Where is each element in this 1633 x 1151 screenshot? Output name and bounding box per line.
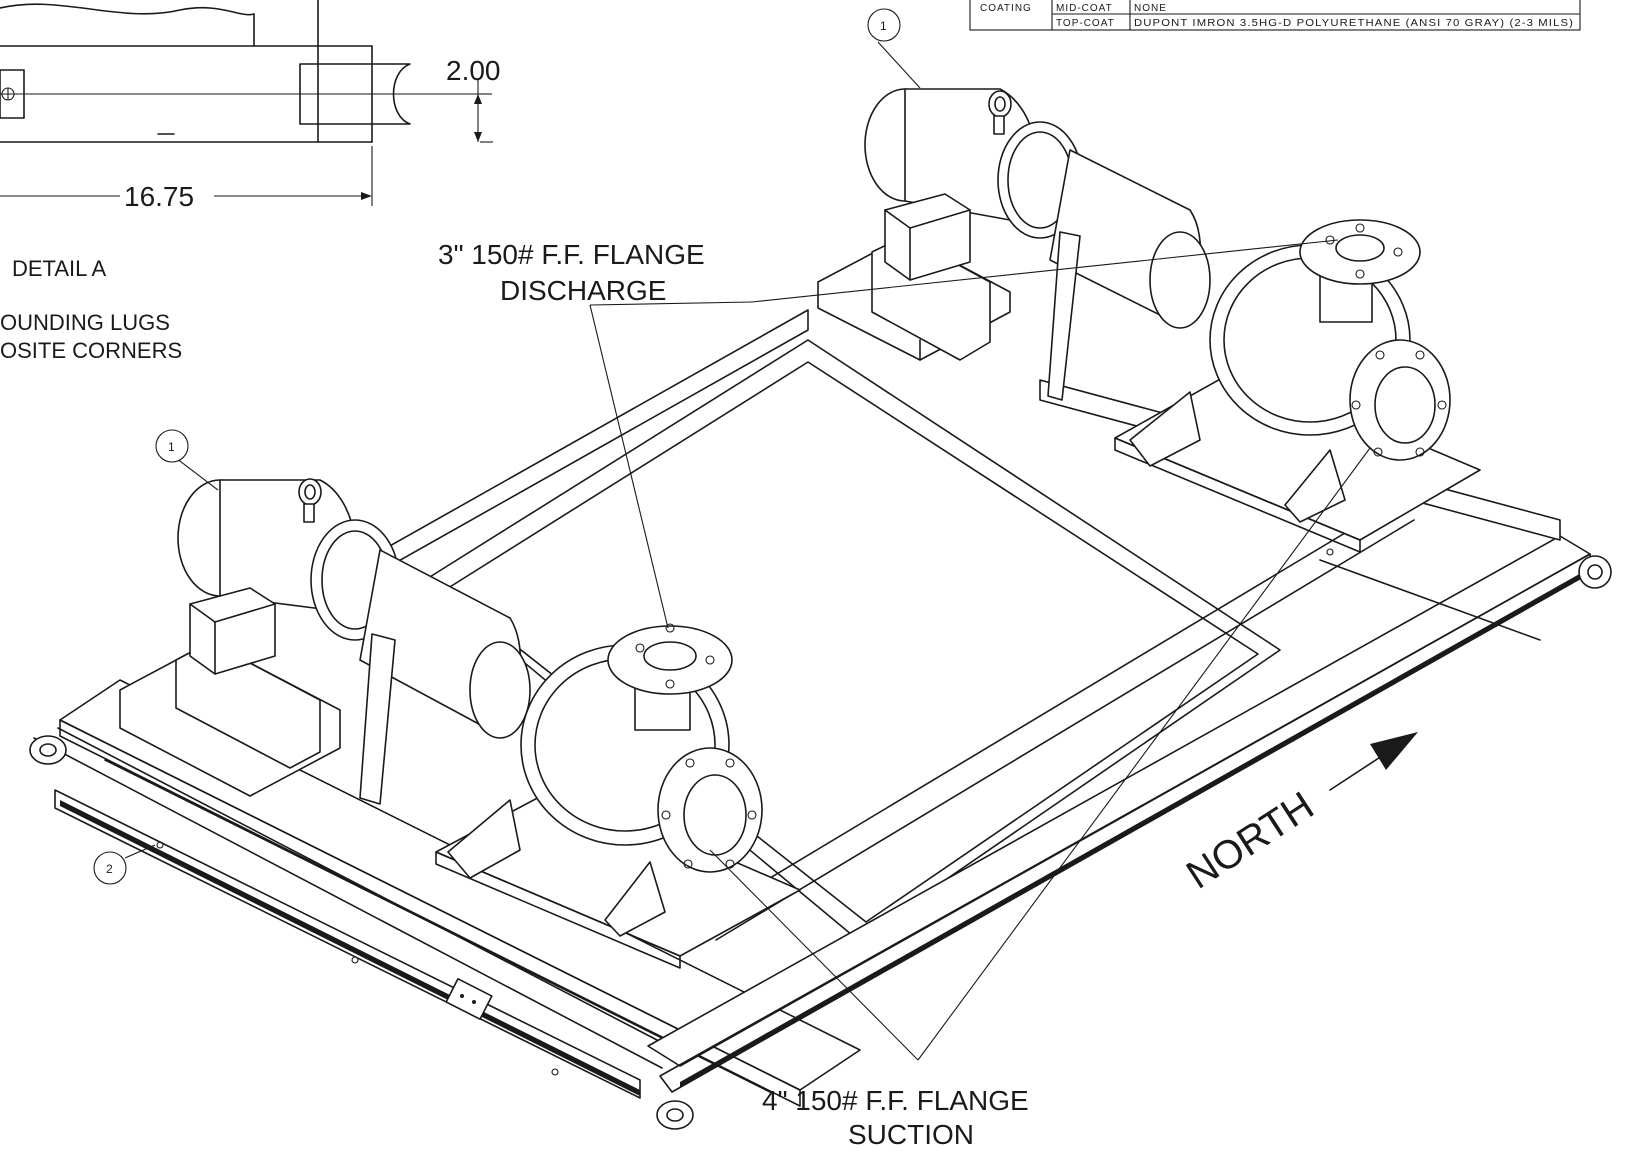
lifting-lug-west bbox=[29, 735, 67, 765]
item-balloons: 1 1 2 bbox=[93, 8, 901, 885]
detail-dim-horizontal: 16.75 bbox=[124, 181, 194, 212]
coating-row-2-name: TOP-COAT bbox=[1056, 18, 1115, 29]
discharge-label-line-1: 3" 150# F.F. FLANGE bbox=[438, 239, 705, 270]
pump-unit-north bbox=[817, 88, 1481, 553]
suction-flange-north bbox=[1349, 339, 1451, 461]
detail-title: DETAIL A bbox=[12, 256, 106, 281]
balloon-pump-south: 1 bbox=[168, 440, 175, 454]
suction-flange-south bbox=[657, 747, 763, 873]
lifting-lug-east bbox=[1578, 555, 1612, 589]
detail-note-line-1: OUNDING LUGS bbox=[0, 310, 170, 335]
leader-lines bbox=[124, 41, 1371, 1061]
discharge-label-line-2: DISCHARGE bbox=[500, 275, 666, 306]
coating-table: COATING MID-COAT NONE TOP-COAT DUPONT IM… bbox=[969, 0, 1581, 31]
coating-row-2-value: DUPONT IMRON 3.5HG-D POLYURETHANE (ANSI … bbox=[1134, 18, 1574, 29]
pump-unit-south bbox=[119, 478, 801, 969]
north-arrowhead bbox=[1370, 732, 1418, 770]
suction-label-line-2: SUCTION bbox=[848, 1119, 974, 1150]
detail-note-line-2: OSITE CORNERS bbox=[0, 338, 182, 363]
coating-section-label: COATING bbox=[980, 3, 1032, 14]
balloon-skid-frame: 2 bbox=[106, 862, 113, 876]
balloon-pump-north: 1 bbox=[880, 19, 887, 33]
coating-row-1-value: NONE bbox=[1134, 3, 1167, 14]
skid-frame bbox=[29, 266, 1612, 1130]
suction-label-line-1: 4" 150# F.F. FLANGE bbox=[762, 1085, 1029, 1116]
detail-dim-vertical: 2.00 bbox=[446, 55, 501, 86]
discharge-flange-south bbox=[607, 625, 733, 695]
detail-a: 2.00 16.75 DETAIL A OUNDING LUGS OSITE C… bbox=[0, 0, 501, 363]
coating-row-1-name: MID-COAT bbox=[1056, 3, 1113, 14]
callouts: 3" 150# F.F. FLANGE DISCHARGE 4" 150# F.… bbox=[438, 239, 1029, 1150]
north-label: NORTH bbox=[1179, 784, 1322, 898]
lifting-lug-south bbox=[656, 1100, 694, 1130]
